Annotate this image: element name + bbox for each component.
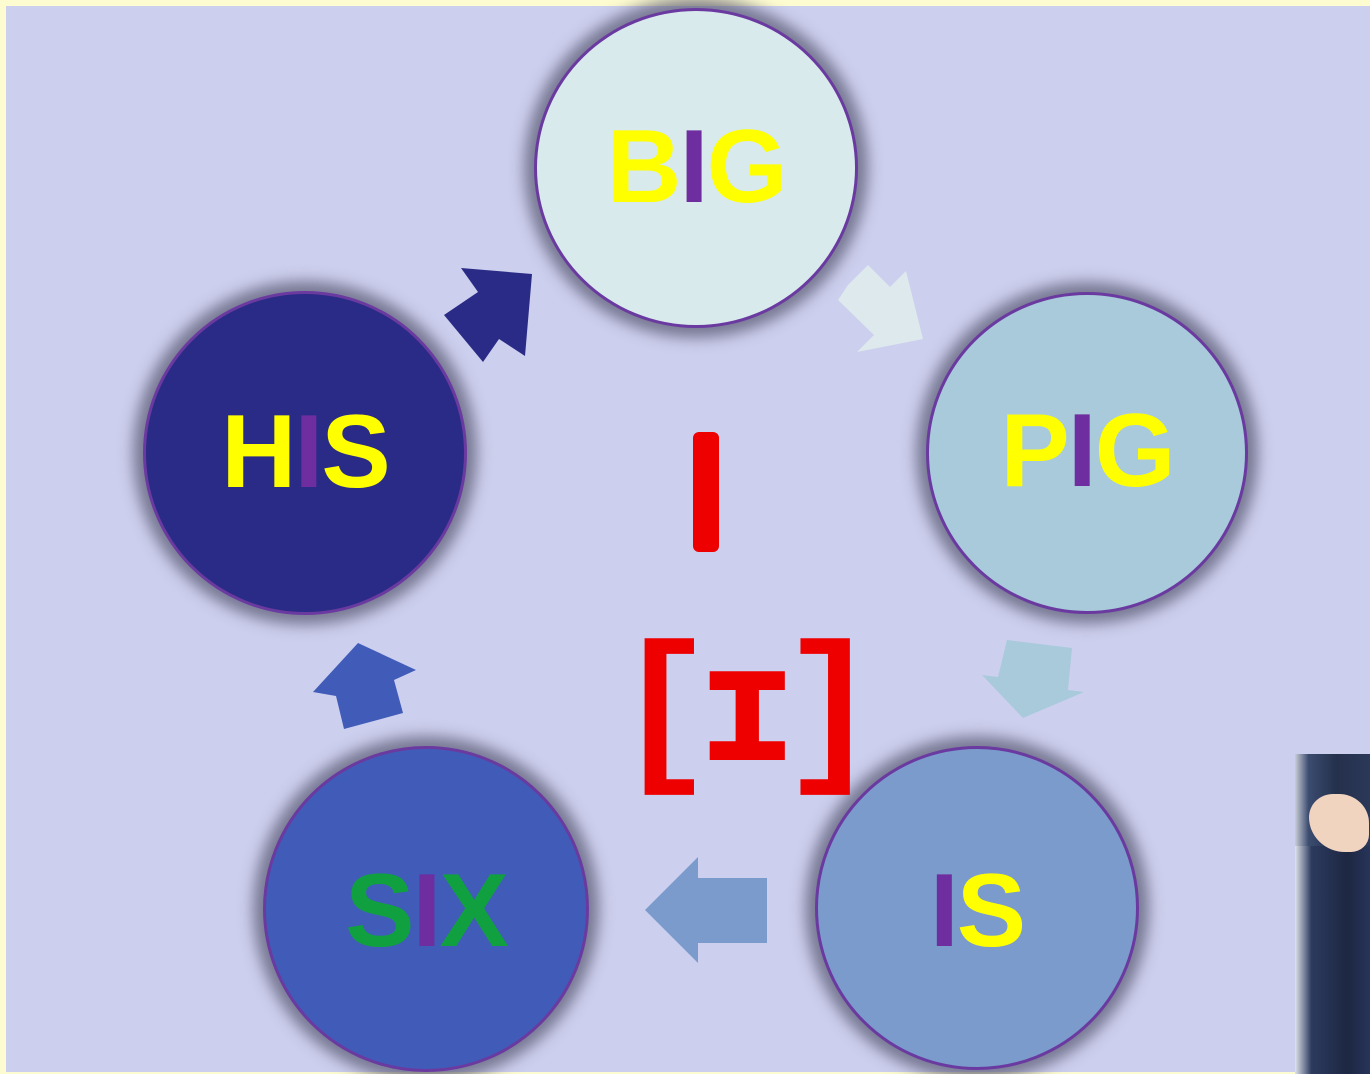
node-is: IS bbox=[815, 746, 1139, 1070]
node-is-label: IS bbox=[818, 859, 1136, 963]
center-letter: I bbox=[693, 432, 719, 552]
center-phoneme: [ɪ] bbox=[614, 621, 880, 811]
letter: P bbox=[1000, 393, 1069, 509]
letter: G bbox=[1094, 393, 1176, 509]
arrow-pig-to-is bbox=[982, 640, 1084, 718]
arrow-his-to-big bbox=[444, 268, 532, 362]
photo-hand bbox=[1309, 794, 1369, 852]
letter-vowel: I bbox=[294, 394, 323, 510]
letter-vowel: I bbox=[929, 853, 959, 969]
letter: H bbox=[221, 394, 296, 510]
node-big: BIG bbox=[534, 8, 858, 328]
letter: G bbox=[706, 109, 788, 225]
presenter-photo-thumbnail bbox=[1295, 754, 1370, 1074]
node-six-label: SIX bbox=[266, 859, 586, 963]
node-big-label: BIG bbox=[537, 115, 855, 219]
letter-vowel: I bbox=[412, 853, 442, 969]
letter-vowel: I bbox=[1067, 393, 1097, 509]
node-his: HIS bbox=[143, 291, 467, 615]
node-his-label: HIS bbox=[146, 400, 464, 504]
node-pig-label: PIG bbox=[929, 399, 1245, 503]
letter: S bbox=[956, 853, 1026, 969]
arrow-six-to-his bbox=[313, 643, 416, 729]
node-six: SIX bbox=[263, 746, 589, 1072]
letter-vowel: I bbox=[679, 109, 709, 225]
node-pig: PIG bbox=[926, 292, 1248, 614]
arrow-is-to-six bbox=[645, 857, 767, 963]
photo-sleeve bbox=[1295, 846, 1370, 1074]
letter: B bbox=[606, 109, 682, 225]
arrow-big-to-pig bbox=[838, 265, 923, 352]
letter: S bbox=[321, 394, 390, 510]
letter: S bbox=[345, 853, 414, 969]
letter: X bbox=[439, 853, 508, 969]
